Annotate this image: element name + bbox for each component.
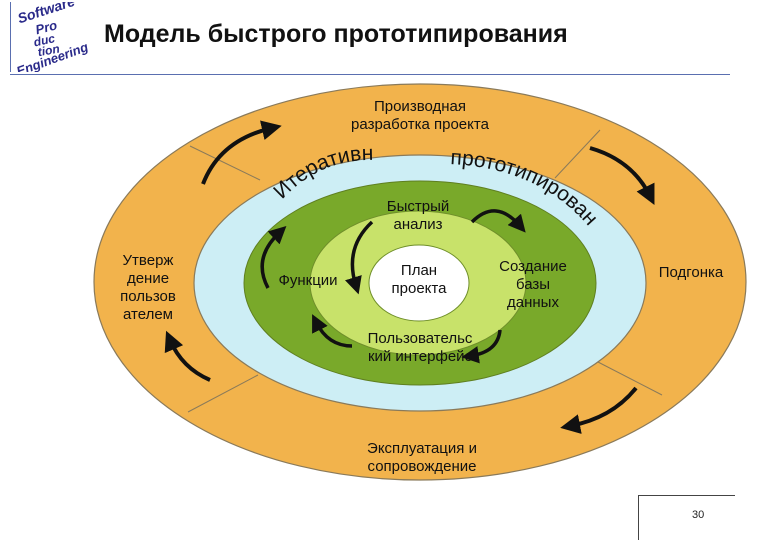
arrow-inner-left-functions <box>345 220 374 295</box>
page-number-frame <box>638 495 735 540</box>
arrow-outer-bottom-right <box>560 386 638 434</box>
arrow-outer-top-right <box>589 146 655 205</box>
svg-text:Pro: Pro <box>34 17 59 37</box>
page-title: Модель быстрого прототипирования <box>104 20 568 48</box>
arrow-inner-top-right <box>470 209 526 233</box>
arrow-inner-bottom-right <box>461 329 502 364</box>
divider-top-left <box>189 145 261 181</box>
header-rule-vertical <box>10 2 11 72</box>
label-project-plan: План проекта <box>391 262 447 297</box>
svg-text:tion: tion <box>37 42 61 60</box>
label-user-approval: Утверж дение пользов ателем <box>120 252 176 323</box>
logo: Software Pro duc tion Engineering <box>14 2 90 72</box>
label-derived-design: Производная разработка проекта <box>351 98 489 133</box>
page-number: 30 <box>692 509 705 521</box>
arrow-inner-bottom-left <box>312 314 353 348</box>
label-tuning: Подгонка <box>658 264 724 281</box>
svg-text:duc: duc <box>32 31 56 49</box>
center <box>368 244 470 322</box>
divider-bottom-left <box>187 374 259 413</box>
label-maintenance: Эксплуатация и сопровождение <box>367 440 477 475</box>
header-rule-horizontal <box>10 74 730 75</box>
label-quick-analysis: Быстрый анализ <box>386 198 450 233</box>
label-functions: Функции <box>278 272 338 289</box>
arrow-outer-top-left <box>201 120 282 185</box>
label-user-interface: Пользовательс кий интерфейс <box>367 330 473 365</box>
divider-bottom-right <box>597 361 663 396</box>
label-database: Создание базы данных <box>499 258 567 311</box>
divider-top-right <box>554 129 601 179</box>
arrow-inner-left-up <box>260 226 287 289</box>
arrow-outer-bottom-left <box>164 330 211 382</box>
